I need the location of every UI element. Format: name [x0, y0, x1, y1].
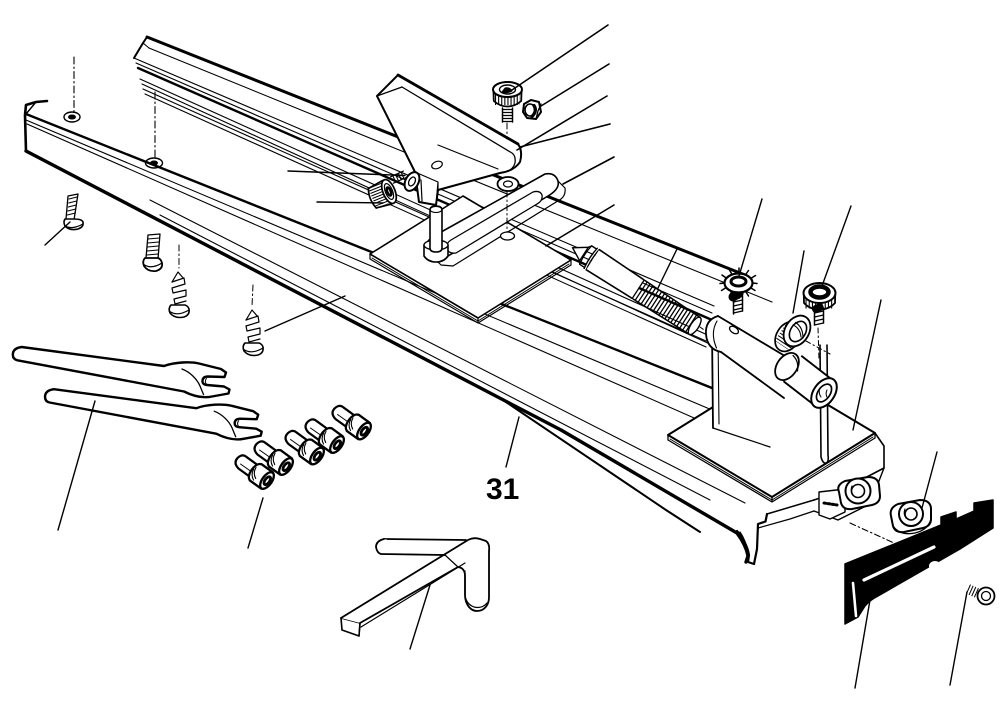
svg-text:31: 31: [486, 473, 519, 506]
